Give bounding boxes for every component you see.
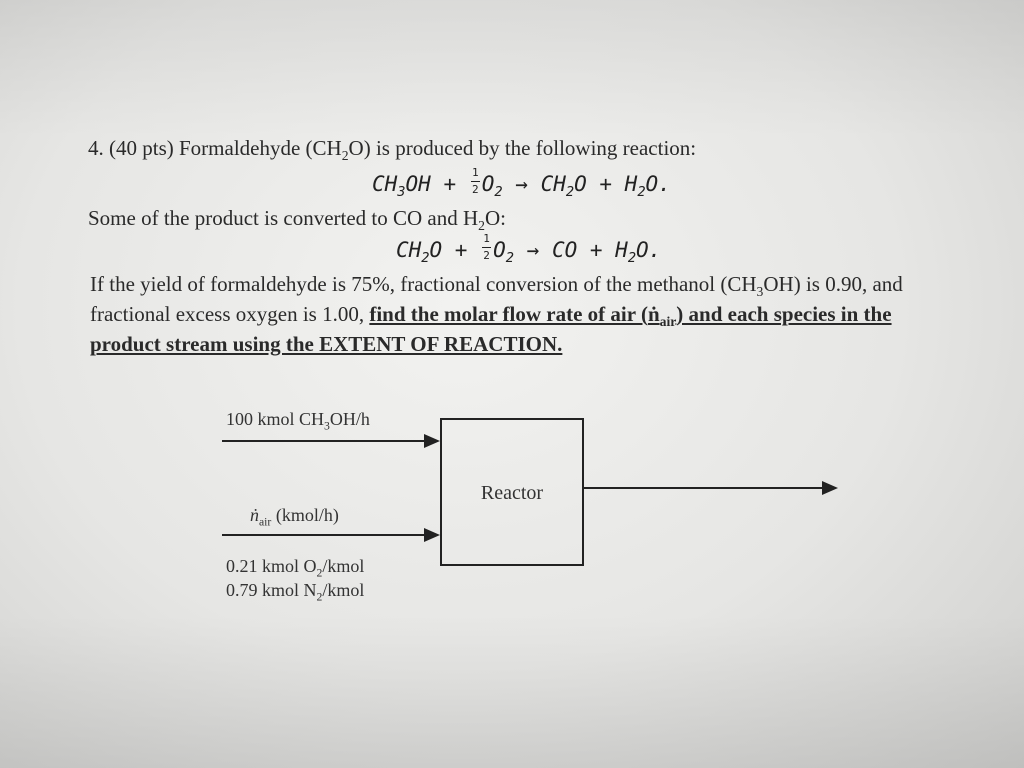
- para1-text-b: OH) is 0.90, and: [763, 272, 903, 296]
- eq1-reactant: CH: [372, 172, 398, 196]
- eq1-arrow-icon: →: [515, 172, 528, 196]
- eq2-reactant-tail: O +: [429, 238, 468, 262]
- problem-paragraph-line-3: product stream using the EXTENT OF REACT…: [90, 332, 562, 357]
- feed1-label: 100 kmol CH3OH/h: [226, 409, 370, 433]
- side-reaction-intro: Some of the product is converted to CO a…: [88, 206, 506, 234]
- line2-sub: 2: [478, 218, 485, 234]
- eq1-oxygen-sub: 2: [494, 184, 503, 201]
- eq1-water-tail: O.: [645, 172, 671, 196]
- problem-paragraph-line-2: fractional excess oxygen is 1.00, find t…: [90, 302, 892, 330]
- comp1-sub: 2: [316, 566, 323, 580]
- feed2-label: ṅair (kmol/h): [250, 505, 339, 529]
- para3-bold: product stream using the EXTENT OF REACT…: [90, 332, 563, 356]
- feed2-arrowhead-icon: [424, 528, 440, 542]
- eq2-frac-num: 1: [483, 232, 490, 245]
- comp2-sub: 2: [316, 590, 323, 604]
- para2-bold-b: ) and each species in the: [676, 302, 892, 326]
- para1-sub: 3: [756, 284, 764, 300]
- problem-header: 4. (40 pts) Formaldehyde (CH2O) is produ…: [88, 136, 696, 164]
- comp1-text-b: /kmol: [322, 556, 365, 576]
- eq1-reactant-tail: OH +: [405, 172, 457, 196]
- para1-text-a: If the yield of formaldehyde is 75%, fra…: [90, 272, 757, 296]
- eq2-product-sub: 2: [627, 250, 637, 267]
- feed1-text-b: OH/h: [329, 409, 370, 429]
- eq2-arrow-icon: →: [526, 238, 540, 262]
- reactor-box: Reactor: [440, 418, 584, 566]
- comp1-text-a: 0.21 kmol O: [226, 556, 317, 576]
- eq1-reactant-sub: 3: [397, 184, 406, 201]
- comp2-text-b: /kmol: [322, 580, 365, 600]
- header-sub: 2: [341, 148, 349, 164]
- eq2-product-tail: O.: [636, 238, 662, 262]
- air-composition-n2: 0.79 kmol N2/kmol: [226, 580, 364, 604]
- para2-air-sub: air: [659, 314, 677, 330]
- eq1-product-tail: O + H: [574, 172, 638, 196]
- comp2-text-a: 0.79 kmol N: [226, 580, 317, 600]
- product-arrowhead-icon: [822, 481, 838, 495]
- eq1-water-sub: 2: [637, 184, 646, 201]
- feed1-arrowhead-icon: [424, 434, 440, 448]
- para2-bold: find the molar flow rate of air (ṅair) a…: [369, 302, 892, 330]
- feed1-sub: 3: [324, 419, 330, 433]
- para2-ndot: ṅ: [647, 302, 660, 326]
- eq1-product: CH: [540, 172, 566, 196]
- feed2-text: (kmol/h): [275, 505, 339, 525]
- air-composition-o2: 0.21 kmol O2/kmol: [226, 556, 364, 580]
- feed1-text-a: 100 kmol CH: [226, 409, 325, 429]
- feed2-sub: air: [259, 515, 272, 529]
- para2-plain: fractional excess oxygen is 1.00,: [90, 302, 365, 326]
- header-text-b: O) is produced by the following reaction…: [348, 136, 697, 160]
- header-text-a: 4. (40 pts) Formaldehyde (CH: [88, 136, 342, 160]
- line2-text-b: O:: [485, 206, 506, 230]
- line2-text-a: Some of the product is converted to CO a…: [88, 206, 479, 230]
- problem-paragraph-line-1: If the yield of formaldehyde is 75%, fra…: [90, 272, 903, 300]
- eq1-frac-den: 2: [471, 183, 479, 196]
- eq2-oxygen-sub: 2: [505, 250, 514, 267]
- eq2-oxygen: O: [493, 238, 506, 262]
- eq2-reactant: CH: [396, 238, 422, 262]
- eq1-oxygen: O: [481, 172, 495, 196]
- eq1-frac-num: 1: [471, 166, 479, 179]
- para2-bold-a: find the molar flow rate of air (: [369, 302, 648, 326]
- feed2-ndot: ṅ: [250, 505, 259, 525]
- eq2-frac-den: 2: [483, 249, 490, 262]
- eq2-product: CO + H: [551, 238, 628, 262]
- eq2-reactant-sub: 2: [421, 250, 430, 267]
- reactor-label: Reactor: [480, 482, 544, 504]
- eq1-product-sub: 2: [565, 184, 575, 201]
